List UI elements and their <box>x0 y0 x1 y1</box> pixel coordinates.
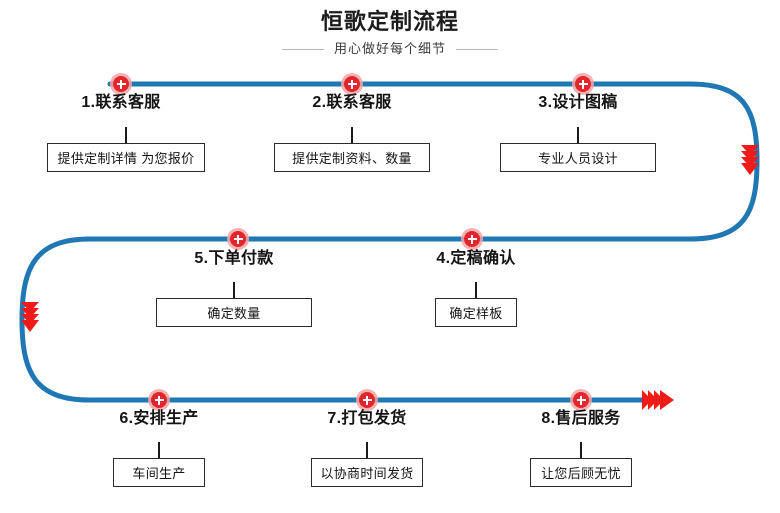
step-box-1[interactable]: 提供定制详情 为您报价 <box>47 143 205 172</box>
step-box-text-7: 以协商时间发货 <box>320 466 414 481</box>
step-box-5[interactable]: 确定数量 <box>156 298 312 327</box>
step-node-8[interactable] <box>570 389 592 411</box>
step-node-7[interactable] <box>356 389 378 411</box>
step-stem-6 <box>158 442 160 458</box>
step-node-3[interactable] <box>572 73 594 95</box>
step-box-text-3: 专业人员设计 <box>538 151 618 166</box>
step-box-8[interactable]: 让您后顾无忧 <box>530 458 632 487</box>
step-box-2[interactable]: 提供定制资料、数量 <box>274 143 430 172</box>
step-stem-2 <box>351 127 353 143</box>
step-box-text-4: 确定样板 <box>449 306 503 321</box>
page-subtitle: 用心做好每个细节 <box>333 41 446 56</box>
step-node-1[interactable] <box>110 73 132 95</box>
step-label-2: 2.联系客服 <box>312 94 392 111</box>
step-box-text-6: 车间生产 <box>132 466 186 481</box>
arrow-right-turn-down-icon <box>741 145 759 175</box>
plus-icon <box>580 395 582 405</box>
step-stem-1 <box>125 127 127 143</box>
subtitle-rule-right <box>456 48 498 50</box>
flow-path-row1 <box>19 81 760 403</box>
step-label-3: 3.设计图稿 <box>538 94 618 111</box>
plus-icon <box>237 234 239 244</box>
plus-icon <box>351 79 353 89</box>
step-label-8: 8.售后服务 <box>541 410 621 427</box>
step-node-4[interactable] <box>461 228 483 250</box>
step-box-text-8: 让您后顾无忧 <box>541 466 621 481</box>
step-box-text-1: 提供定制详情 为您报价 <box>57 151 195 166</box>
arrow-flow-end-icon <box>642 390 674 410</box>
step-label-5: 5.下单付款 <box>194 250 274 267</box>
step-box-text-5: 确定数量 <box>207 306 261 321</box>
step-stem-7 <box>366 442 368 458</box>
step-box-6[interactable]: 车间生产 <box>113 458 205 487</box>
plus-icon <box>366 395 368 405</box>
step-label-7: 7.打包发货 <box>327 410 407 427</box>
subtitle-rule-left <box>281 48 324 50</box>
arrow-left-turn-down-icon <box>21 302 39 332</box>
step-stem-4 <box>475 282 477 298</box>
step-box-7[interactable]: 以协商时间发货 <box>311 458 423 487</box>
step-stem-5 <box>233 282 235 298</box>
step-box-3[interactable]: 专业人员设计 <box>500 143 656 172</box>
plus-icon <box>471 234 473 244</box>
step-stem-8 <box>580 442 582 458</box>
step-stem-3 <box>577 127 579 143</box>
step-label-1: 1.联系客服 <box>81 94 161 111</box>
step-box-text-2: 提供定制资料、数量 <box>292 151 412 166</box>
page-title: 恒歌定制流程 <box>320 9 459 34</box>
plus-icon <box>158 395 160 405</box>
plus-icon <box>582 79 584 89</box>
step-node-2[interactable] <box>341 73 363 95</box>
step-label-6: 6.安排生产 <box>119 410 199 427</box>
step-label-4: 4.定稿确认 <box>436 250 516 267</box>
chart-header: 恒歌定制流程 用心做好每个细节 <box>0 8 780 58</box>
plus-icon <box>120 79 122 89</box>
step-node-6[interactable] <box>148 389 170 411</box>
subtitle-row: 用心做好每个细节 <box>0 40 780 58</box>
step-box-4[interactable]: 确定样板 <box>435 298 517 327</box>
step-node-5[interactable] <box>227 228 249 250</box>
